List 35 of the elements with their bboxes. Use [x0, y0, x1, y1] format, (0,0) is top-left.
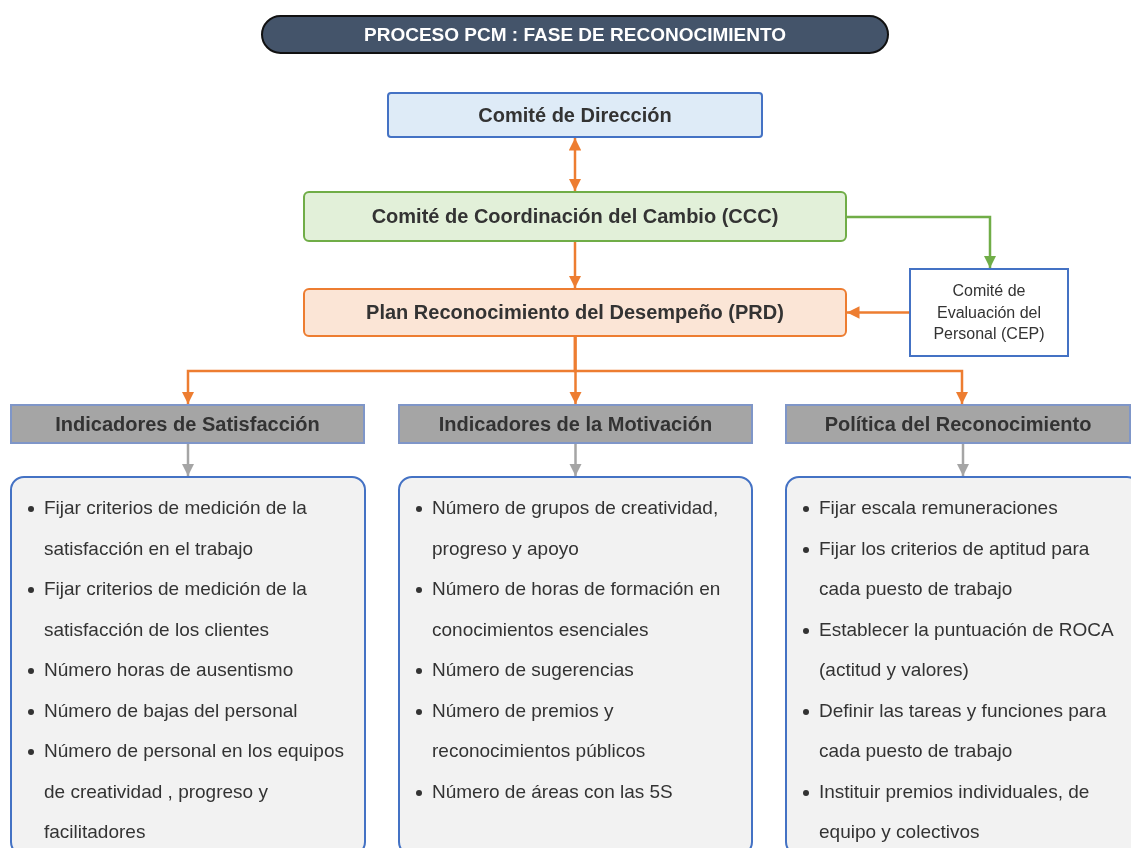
connector-arrow: [956, 444, 970, 476]
connector-arrow: [573, 337, 969, 404]
bullet-item: Fijar los criterios de aptitud para cada puesto de trabajo: [801, 528, 1131, 610]
bullet-item: Instituir premios individuales, de equipo y colectivos: [801, 771, 1131, 848]
indicator-list-panel: [10, 476, 366, 848]
committee-box: Comité de Dirección: [387, 92, 763, 138]
bullet-item: Número de sugerencias: [414, 650, 743, 691]
policy-list-panel: [785, 476, 1131, 848]
connector-arrow: [569, 337, 582, 404]
bullet-item: Número de bajas del personal: [26, 690, 356, 731]
bullet-item: Fijar criterios de medición de la satisfacción de los clientes: [26, 569, 356, 650]
committee-box: Comité de Coordinación del Cambio (CCC): [303, 191, 847, 242]
connector-arrow: [181, 444, 195, 476]
connector-arrow: [568, 138, 582, 191]
bullet-item: Número de horas de formación en conocimientos esenciales: [414, 569, 743, 650]
connector-arrow: [568, 242, 582, 288]
connector-arrow: [569, 444, 582, 476]
connector-arrow: [847, 215, 997, 268]
connector-arrow: [847, 306, 909, 319]
bullet-item: Número de áreas con las 5S: [414, 771, 743, 812]
bullet-item: Fijar escala remuneraciones: [801, 488, 1131, 529]
category-header: Indicadores de Satisfacción: [10, 404, 365, 444]
bullet-item: Número de personal en los equipos de creatividad , progreso y facilitadores: [26, 731, 356, 848]
category-header: Indicadores de la Motivación: [398, 404, 753, 444]
committee-box: Comité de Evaluación del Personal (CEP): [909, 268, 1069, 357]
title-banner: PROCESO PCM : FASE DE RECONOCIMIENTO: [261, 15, 889, 54]
category-header: Política del Reconocimiento: [785, 404, 1131, 444]
bullet-item: Definir las tareas y funciones para cada puesto de trabajo: [801, 690, 1131, 772]
bullet-item: Número horas de ausentismo: [26, 650, 356, 691]
bullet-item: Establecer la puntuación de ROCA (actitud y valores): [801, 609, 1131, 691]
plan-box: Plan Reconocimiento del Desempeño (PRD): [303, 288, 847, 337]
bullet-item: Fijar criterios de medición de la satisfacción en el trabajo: [26, 488, 356, 569]
indicator-list-panel: [398, 476, 753, 848]
bullet-item: Número de premios y reconocimientos públicos: [414, 690, 743, 772]
bullet-item: Número de grupos de creatividad, progreso y apoyo: [414, 488, 743, 569]
